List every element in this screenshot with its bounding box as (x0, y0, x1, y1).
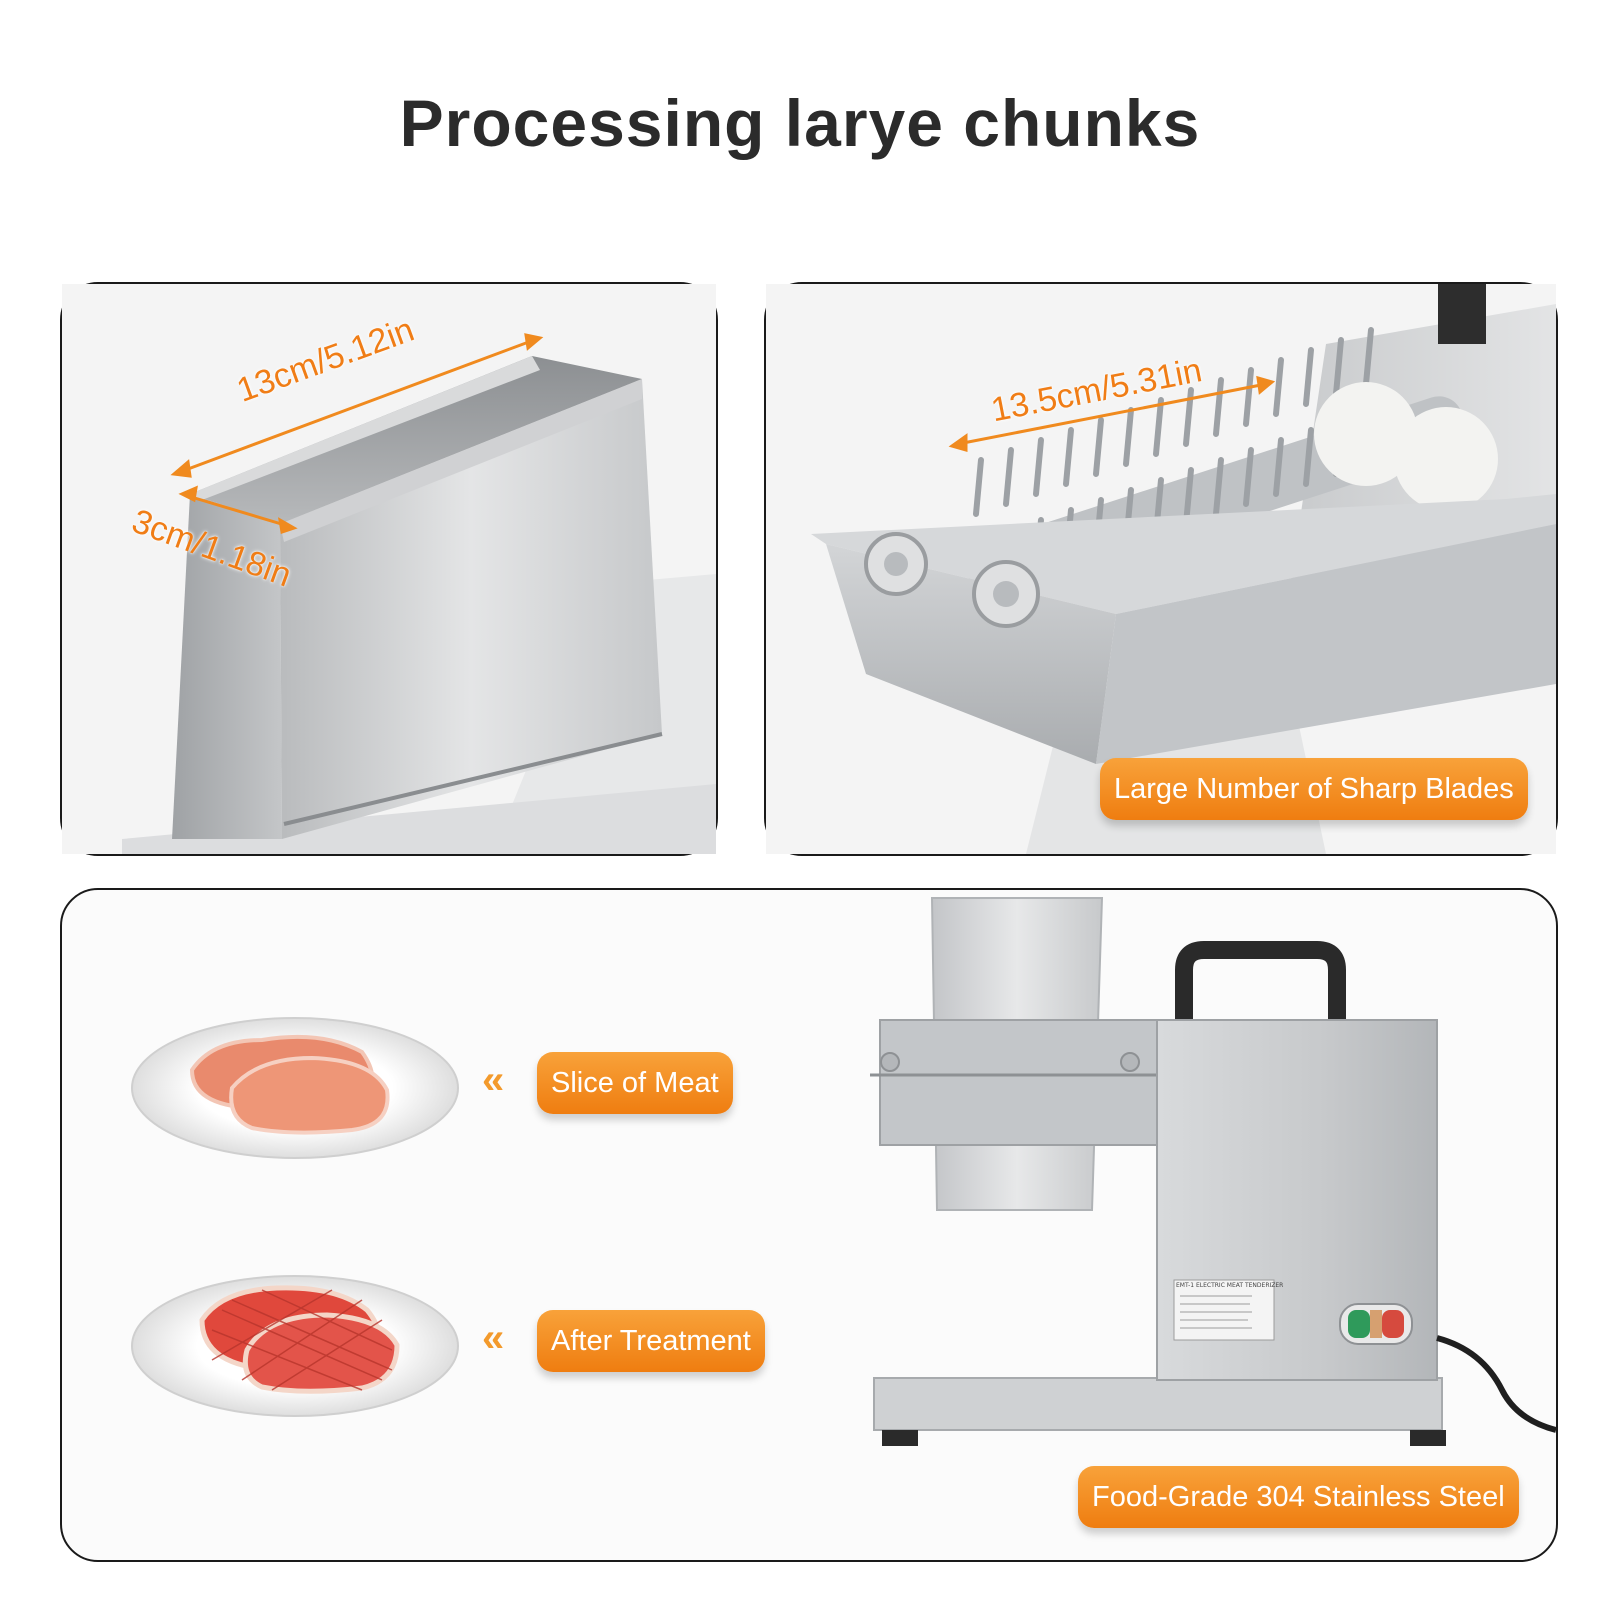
after-treatment-label: After Treatment (537, 1310, 765, 1372)
page-title: Processing larye chunks (399, 86, 1201, 160)
arrow-before-icon: « (482, 1058, 504, 1102)
nameplate-title: EMT-1 ELECTRIC MEAT TENDERIZER (1176, 1282, 1284, 1289)
hopper-panel: 13cm/5.12in 3cm/1.18in (60, 282, 718, 856)
machine-panel: « Slice of Meat « After Treatment EMT-1 … (60, 888, 1558, 1562)
machine-illustration (131, 897, 1557, 1446)
arrow-after-icon: « (482, 1316, 504, 1360)
slice-of-meat-label: Slice of Meat (537, 1052, 733, 1114)
sharp-blades-caption: Large Number of Sharp Blades (1100, 758, 1528, 820)
hopper-illustration (62, 284, 716, 854)
stainless-steel-caption: Food-Grade 304 Stainless Steel (1078, 1466, 1519, 1528)
blades-panel: 13.5cm/5.31in Large Number of Sharp Blad… (764, 282, 1558, 856)
nameplate (1173, 1279, 1275, 1341)
